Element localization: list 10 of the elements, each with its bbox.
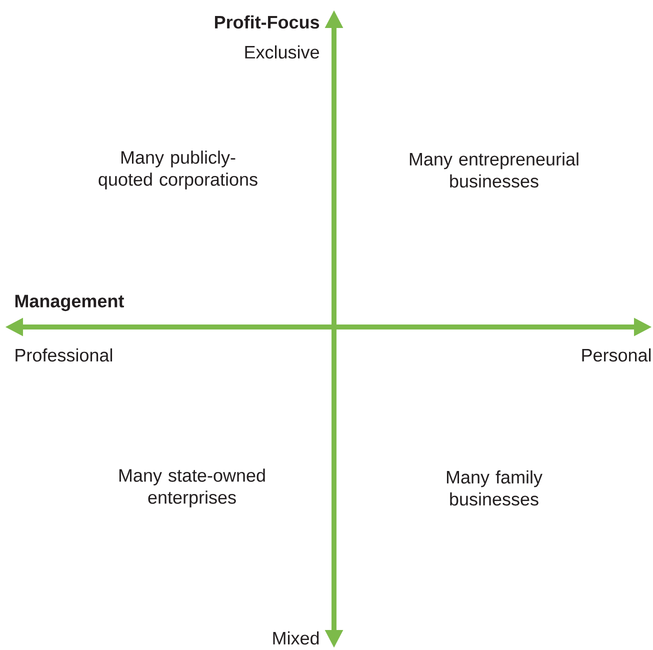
quadrant-label: Many publicly-quoted corporations [98, 150, 258, 190]
quadrant-label: Many entrepreneurial businesses [410, 152, 578, 188]
axis-title: Management [15, 294, 124, 312]
axis-end-label: Mixed [273, 631, 319, 645]
axis-end-label: Professional [16, 348, 112, 362]
quadrant-label: Many family businesses [446, 470, 542, 506]
quadrant-label: Many state-owned enterprises [119, 468, 265, 508]
axis-end-label: Exclusive [245, 45, 319, 59]
axis-end-label: Personal [582, 348, 651, 362]
axis-title: Profit-Focus [215, 15, 320, 29]
